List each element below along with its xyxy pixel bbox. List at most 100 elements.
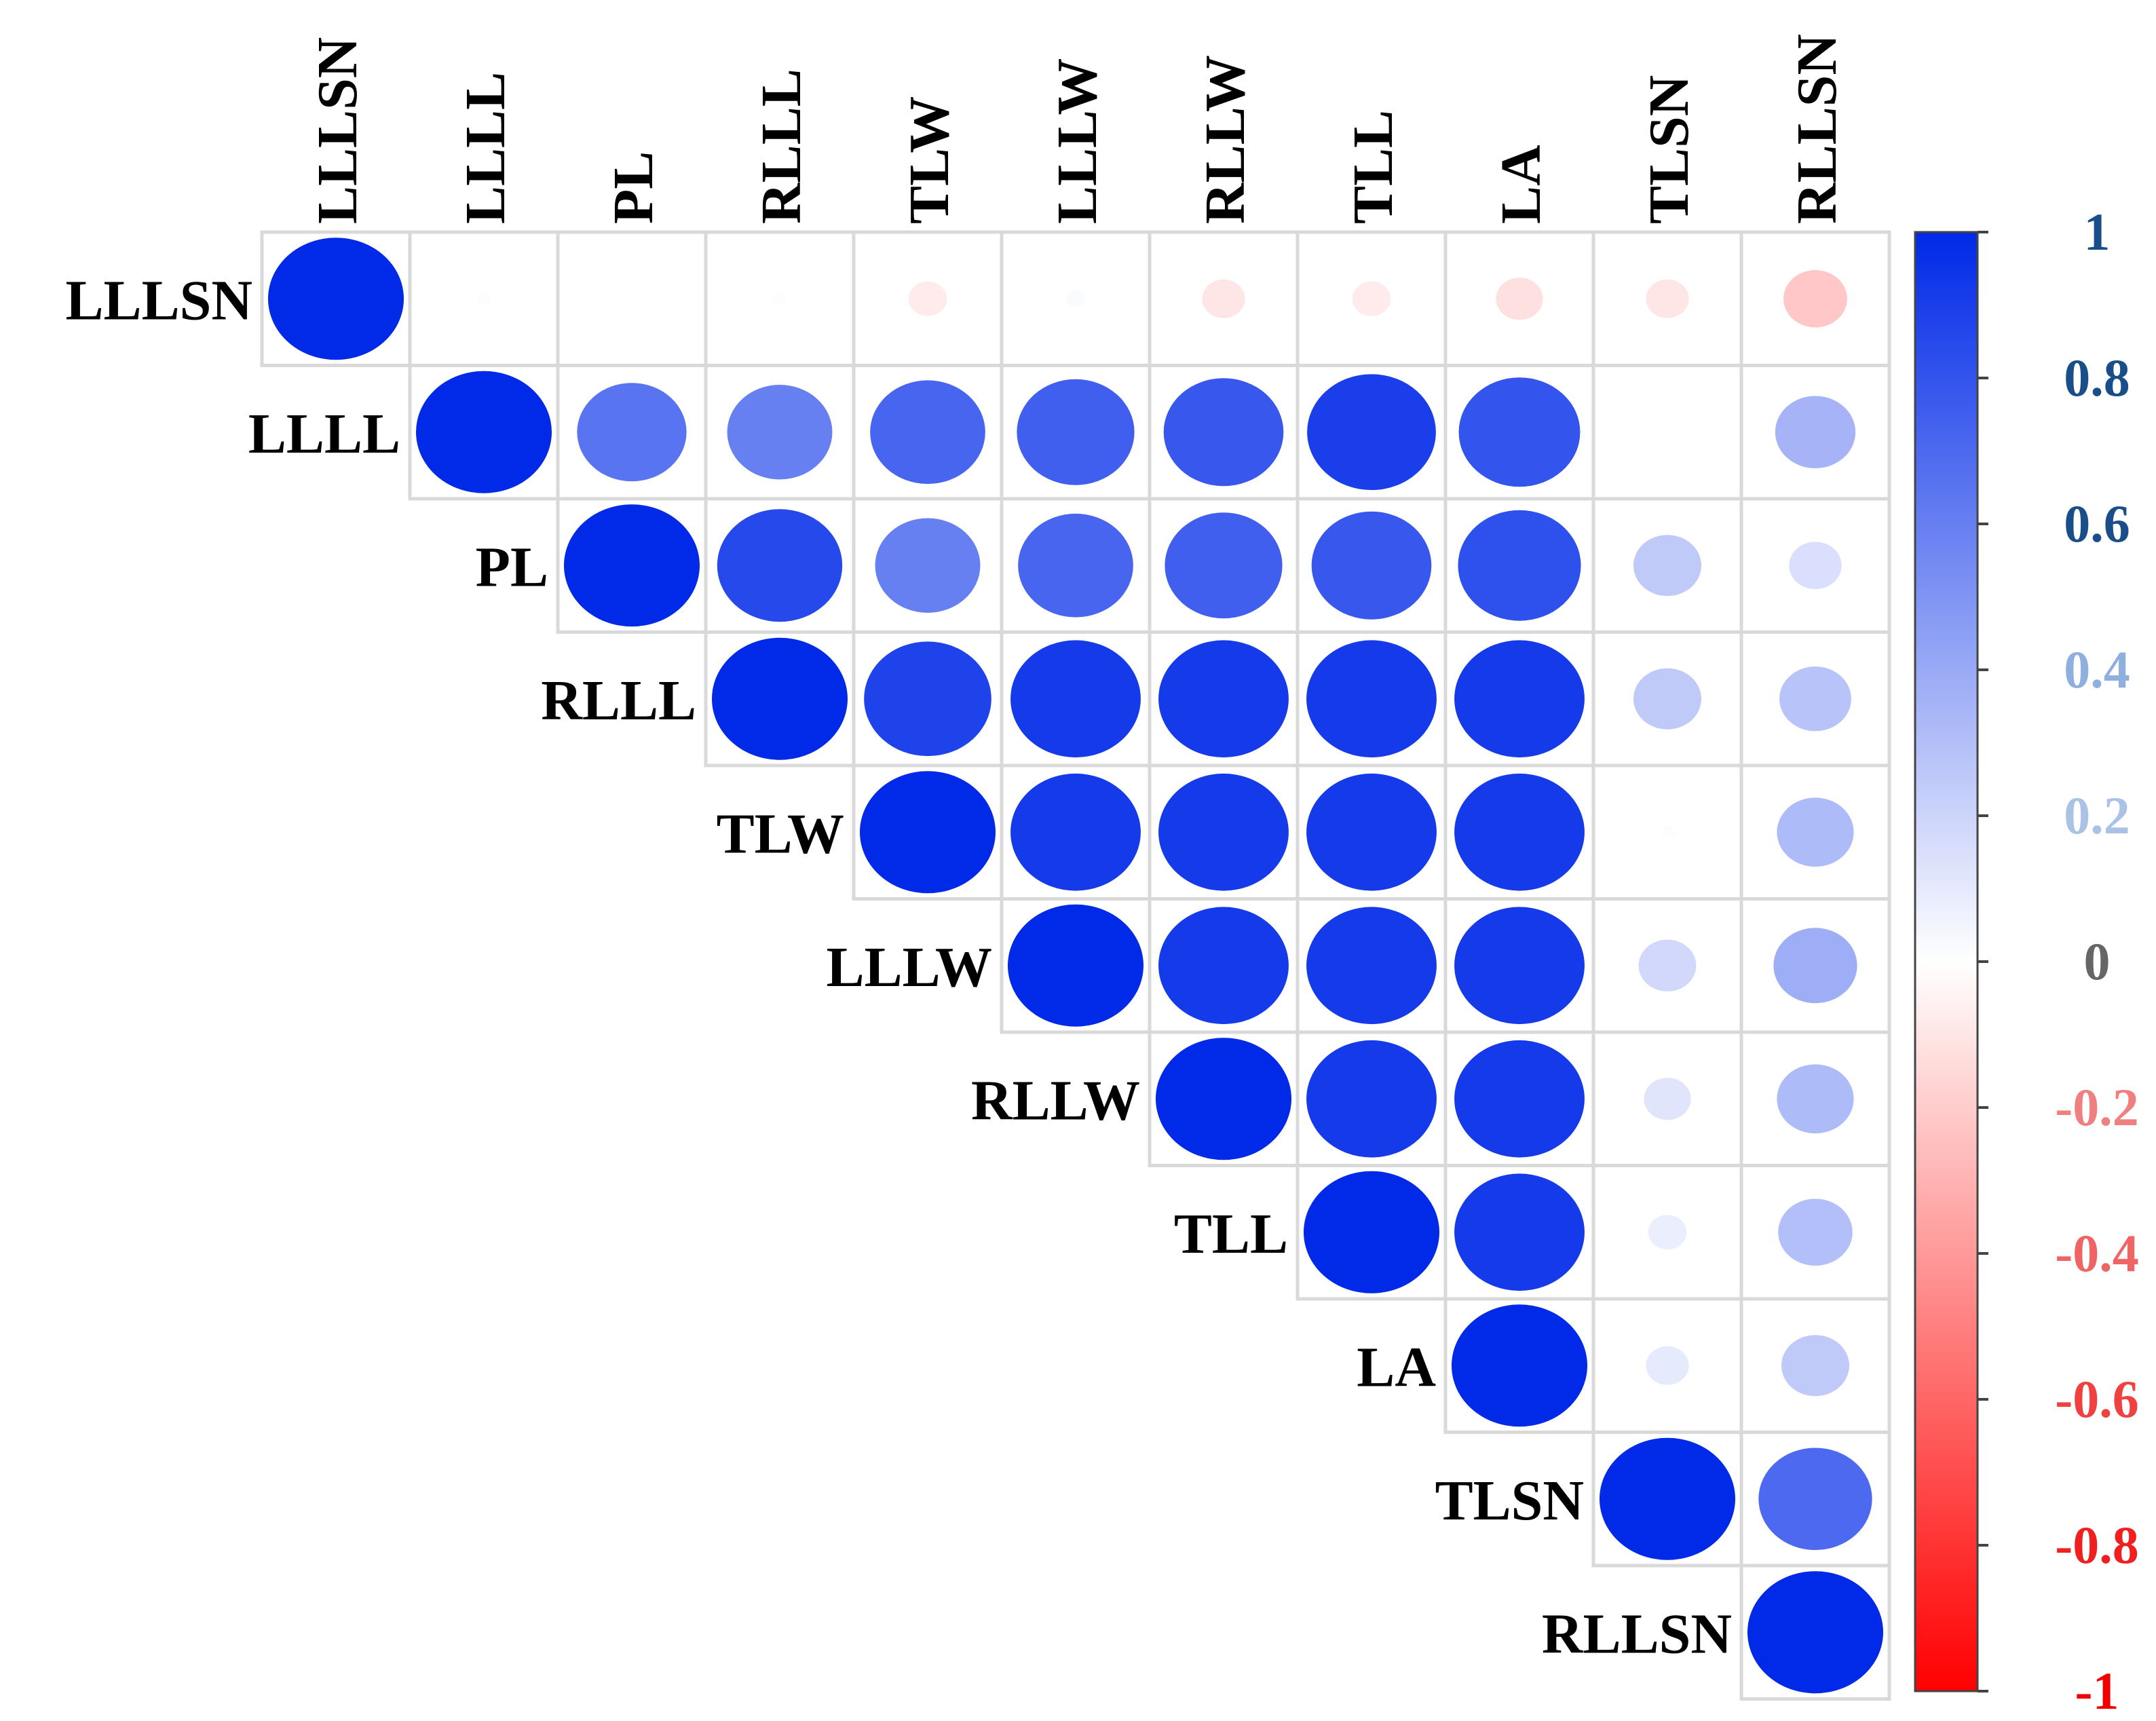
corr-circle-PL-RLLSN [1789, 542, 1842, 590]
corr-circle-LLLL-RLLW [1163, 378, 1284, 487]
corr-circle-TLW-LA [1454, 773, 1585, 891]
corr-circle-RLLL-TLSN [1633, 668, 1701, 730]
corr-circle-TLW-RLLW [1158, 773, 1289, 891]
column-label-LA: LA [1490, 145, 1553, 224]
column-label-PL: PL [602, 151, 665, 224]
corr-circle-TLL-TLSN [1648, 1215, 1687, 1250]
cell-LLLSN-PL [556, 230, 708, 367]
colorbar-tick-label: 0 [2084, 932, 2111, 991]
corr-circle-LLLL-RLLL [727, 385, 833, 480]
colorbar-tick-label: 0.6 [2064, 494, 2130, 553]
corr-circle-LLLW-RLLSN [1773, 928, 1857, 1004]
colorbar-tick-label: 0.4 [2064, 640, 2130, 699]
column-labels: LLLSN LLLL PL RLLL TLW LLLW RLLW TLL LA TLSN RLLSN [306, 34, 1849, 224]
column-label-RLLW: RLLW [1194, 55, 1257, 224]
row-label-RLLSN: RLLSN [1542, 1602, 1732, 1665]
column-label-TLSN: TLSN [1638, 75, 1701, 224]
corr-circle-PL-LLLW [1018, 513, 1133, 618]
corr-circle-PL-TLL [1311, 511, 1432, 620]
corr-circle-LLLSN-TLSN [1646, 279, 1689, 318]
corr-circle-LLLL-TLW [870, 380, 985, 485]
row-label-TLL: TLL [1174, 1203, 1288, 1266]
corr-circle-TLW-LLLW [1010, 773, 1141, 891]
correlation-circles [268, 238, 1883, 1694]
corr-circle-LLLL-RLLSN [1775, 396, 1856, 468]
corr-circle-TLSN-TLSN [1600, 1437, 1735, 1560]
corr-circle-RLLL-RLLW [1158, 640, 1289, 758]
corr-circle-LLLW-TLL [1306, 907, 1437, 1025]
column-label-TLL: TLL [1342, 110, 1405, 224]
corr-circle-LLLSN-LLLSN [268, 238, 404, 360]
corr-circle-LLLW-LLLW [1008, 904, 1143, 1027]
colorbar-tick-label: -0.2 [2055, 1078, 2138, 1137]
corr-circle-LLLL-PL [577, 383, 687, 482]
corr-circle-TLL-RLLSN [1778, 1198, 1853, 1266]
corr-circle-LLLSN-RLLSN [1783, 270, 1847, 328]
corr-circle-LLLL-TLL [1307, 374, 1436, 491]
row-label-LLLL: LLLL [248, 402, 400, 466]
column-label-RLLL: RLLL [750, 69, 813, 224]
corr-circle-LLLSN-RLLW [1202, 279, 1245, 318]
corr-circle-LA-TLSN [1646, 1346, 1689, 1385]
corr-circle-TLL-LA [1454, 1173, 1585, 1291]
corr-circle-LA-RLLSN [1781, 1335, 1849, 1397]
colorbar-tick-label: -1 [2075, 1661, 2119, 1720]
corr-circle-RLLL-RLLSN [1779, 666, 1851, 732]
colorbar-tick-label: 0.2 [2064, 786, 2130, 845]
row-label-LA: LA [1357, 1336, 1436, 1399]
row-label-TLSN: TLSN [1435, 1469, 1584, 1532]
corr-circle-PL-TLSN [1633, 535, 1701, 597]
corr-circle-PL-PL [564, 504, 700, 627]
colorbar-tick-label: -0.8 [2055, 1515, 2138, 1574]
row-label-TLW: TLW [717, 802, 844, 865]
corr-circle-RLLL-TLW [864, 641, 991, 757]
cell-LLLL-TLSN [1591, 364, 1743, 501]
corr-circle-RLLL-TLL [1306, 640, 1437, 758]
corr-circle-LLLSN-LLLW [1065, 290, 1086, 307]
corr-circle-RLLSN-RLLSN [1747, 1571, 1883, 1694]
colorbar-tick-label: -0.6 [2055, 1369, 2138, 1429]
corr-circle-LLLSN-LA [1496, 278, 1543, 320]
corr-circle-TLL-TLL [1304, 1171, 1439, 1293]
corr-circle-TLW-TLSN [1661, 826, 1674, 839]
corr-circle-TLSN-RLLSN [1758, 1448, 1872, 1551]
corr-circle-RLLW-RLLSN [1777, 1064, 1854, 1134]
column-label-LLLSN: LLLSN [306, 37, 369, 224]
corr-circle-RLLL-LA [1454, 640, 1585, 758]
corr-circle-PL-RLLL [717, 509, 843, 622]
corr-circle-LLLSN-TLW [908, 281, 947, 316]
row-labels: LLLSN LLLL PL RLLL TLW LLLW RLLW TLL LA TLSN RLLSN [66, 269, 1732, 1665]
corr-circle-LLLSN-RLLL [773, 292, 787, 305]
corr-circle-LLLW-RLLW [1158, 907, 1289, 1025]
row-label-PL: PL [476, 535, 548, 599]
column-label-TLW: TLW [898, 96, 961, 224]
colorbar: 1 0.8 0.6 0.4 0.2 0 -0.2 -0.4 -0.6 -0.8 -1 [1914, 202, 2139, 1720]
corr-circle-RLLL-RLLL [712, 637, 848, 760]
corr-circle-RLLW-RLLW [1156, 1038, 1291, 1160]
corr-circle-PL-RLLW [1165, 512, 1283, 619]
corr-circle-LLLL-LLLL [416, 371, 552, 493]
column-label-LLLW: LLLW [1046, 58, 1109, 224]
corr-circle-PL-TLW [875, 518, 981, 613]
column-label-RLLSN: RLLSN [1785, 34, 1849, 224]
corr-circle-LLLSN-TLL [1352, 281, 1391, 316]
cell-LLLSN-TLL [1296, 230, 1448, 367]
row-label-LLLW: LLLW [827, 936, 992, 999]
corr-circle-PL-LA [1458, 510, 1581, 621]
row-label-RLLL: RLLL [541, 669, 696, 732]
corr-circle-RLLW-TLL [1306, 1040, 1437, 1158]
colorbar-tick-label: 1 [2084, 202, 2111, 261]
row-label-LLLSN: LLLSN [66, 269, 252, 332]
row-label-RLLW: RLLW [971, 1069, 1140, 1132]
corr-circle-TLW-RLLSN [1777, 797, 1854, 867]
colorbar-tick-label: 0.8 [2064, 348, 2130, 407]
corr-circle-TLW-TLL [1306, 773, 1437, 891]
colorbar-gradient [1914, 231, 1979, 1692]
corr-circle-LLLL-LLLW [1017, 379, 1135, 485]
column-label-LLLL: LLLL [454, 72, 517, 224]
corr-circle-LLLW-LA [1454, 907, 1585, 1025]
corr-circle-LLLL-LA [1458, 377, 1581, 487]
corr-circle-LA-LA [1452, 1304, 1587, 1427]
colorbar-tick-label: -0.4 [2055, 1224, 2138, 1283]
